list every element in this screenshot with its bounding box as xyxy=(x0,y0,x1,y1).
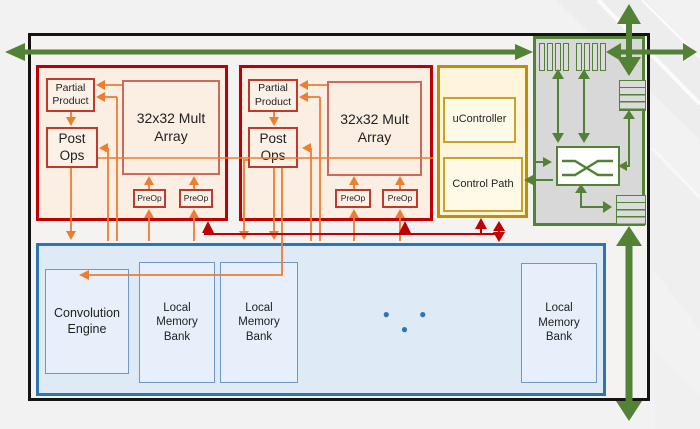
mult-array-label-1: 32x32 Mult Array xyxy=(136,110,206,144)
preop-label-2b: PreOp xyxy=(387,193,413,204)
partial-product-label-1: Partial Product xyxy=(52,81,89,107)
register-bank-icon xyxy=(547,43,553,71)
post-ops-box-2: Post Ops xyxy=(248,127,298,168)
local-memory-bank-box-1: Local Memory Bank xyxy=(139,262,215,383)
register-bank-icon xyxy=(600,43,606,71)
partial-product-label-2: Partial Product xyxy=(254,82,292,108)
preop-box-2a: PreOp xyxy=(335,189,371,208)
convolution-engine-box: Convolution Engine xyxy=(45,269,129,374)
preop-box-2b: PreOp xyxy=(382,189,418,208)
preop-box-1b: PreOp xyxy=(179,189,213,208)
mult-array-box-2: 32x32 Mult Array xyxy=(327,81,422,176)
fifo-buffer-icon xyxy=(619,80,646,111)
register-bank-icon xyxy=(563,43,569,71)
register-bank-icon xyxy=(555,43,561,71)
ucontroller-label: uController xyxy=(452,113,507,126)
post-ops-box-1: Post Ops xyxy=(46,127,98,168)
ellipsis-dots: ● ● ● xyxy=(382,307,440,336)
post-ops-label-1: Post Ops xyxy=(58,130,86,163)
local-memory-bank-label-1: Local Memory Bank xyxy=(156,301,198,343)
ucontroller-box: uController xyxy=(443,97,516,143)
register-bank-icon xyxy=(592,43,598,71)
partial-product-box-1: Partial Product xyxy=(46,78,95,112)
crossbar-switch-icon xyxy=(556,146,620,186)
local-memory-bank-box-3: Local Memory Bank xyxy=(521,263,597,383)
post-ops-label-2: Post Ops xyxy=(259,130,287,163)
register-bank-icon xyxy=(584,43,590,71)
mult-array-label-2: 32x32 Mult Array xyxy=(340,111,409,145)
local-memory-bank-label-2: Local Memory Bank xyxy=(238,301,280,343)
control-path-box: Control Path xyxy=(443,157,523,212)
preop-label-1b: PreOp xyxy=(183,193,209,204)
preop-label-2a: PreOp xyxy=(340,193,366,204)
fifo-buffer-icon xyxy=(616,195,646,225)
local-memory-bank-label-3: Local Memory Bank xyxy=(538,302,580,344)
register-bank-icon xyxy=(539,43,545,71)
preop-label-1a: PreOp xyxy=(137,193,162,204)
partial-product-box-2: Partial Product xyxy=(248,79,298,112)
mult-array-box-1: 32x32 Mult Array xyxy=(122,80,220,175)
preop-box-1a: PreOp xyxy=(133,189,166,208)
convolution-engine-label: Convolution Engine xyxy=(53,305,120,336)
interconnect-block xyxy=(533,36,646,226)
control-path-label: Control Path xyxy=(452,177,514,190)
register-bank-icon xyxy=(576,43,582,71)
local-memory-bank-box-2: Local Memory Bank xyxy=(220,262,298,383)
